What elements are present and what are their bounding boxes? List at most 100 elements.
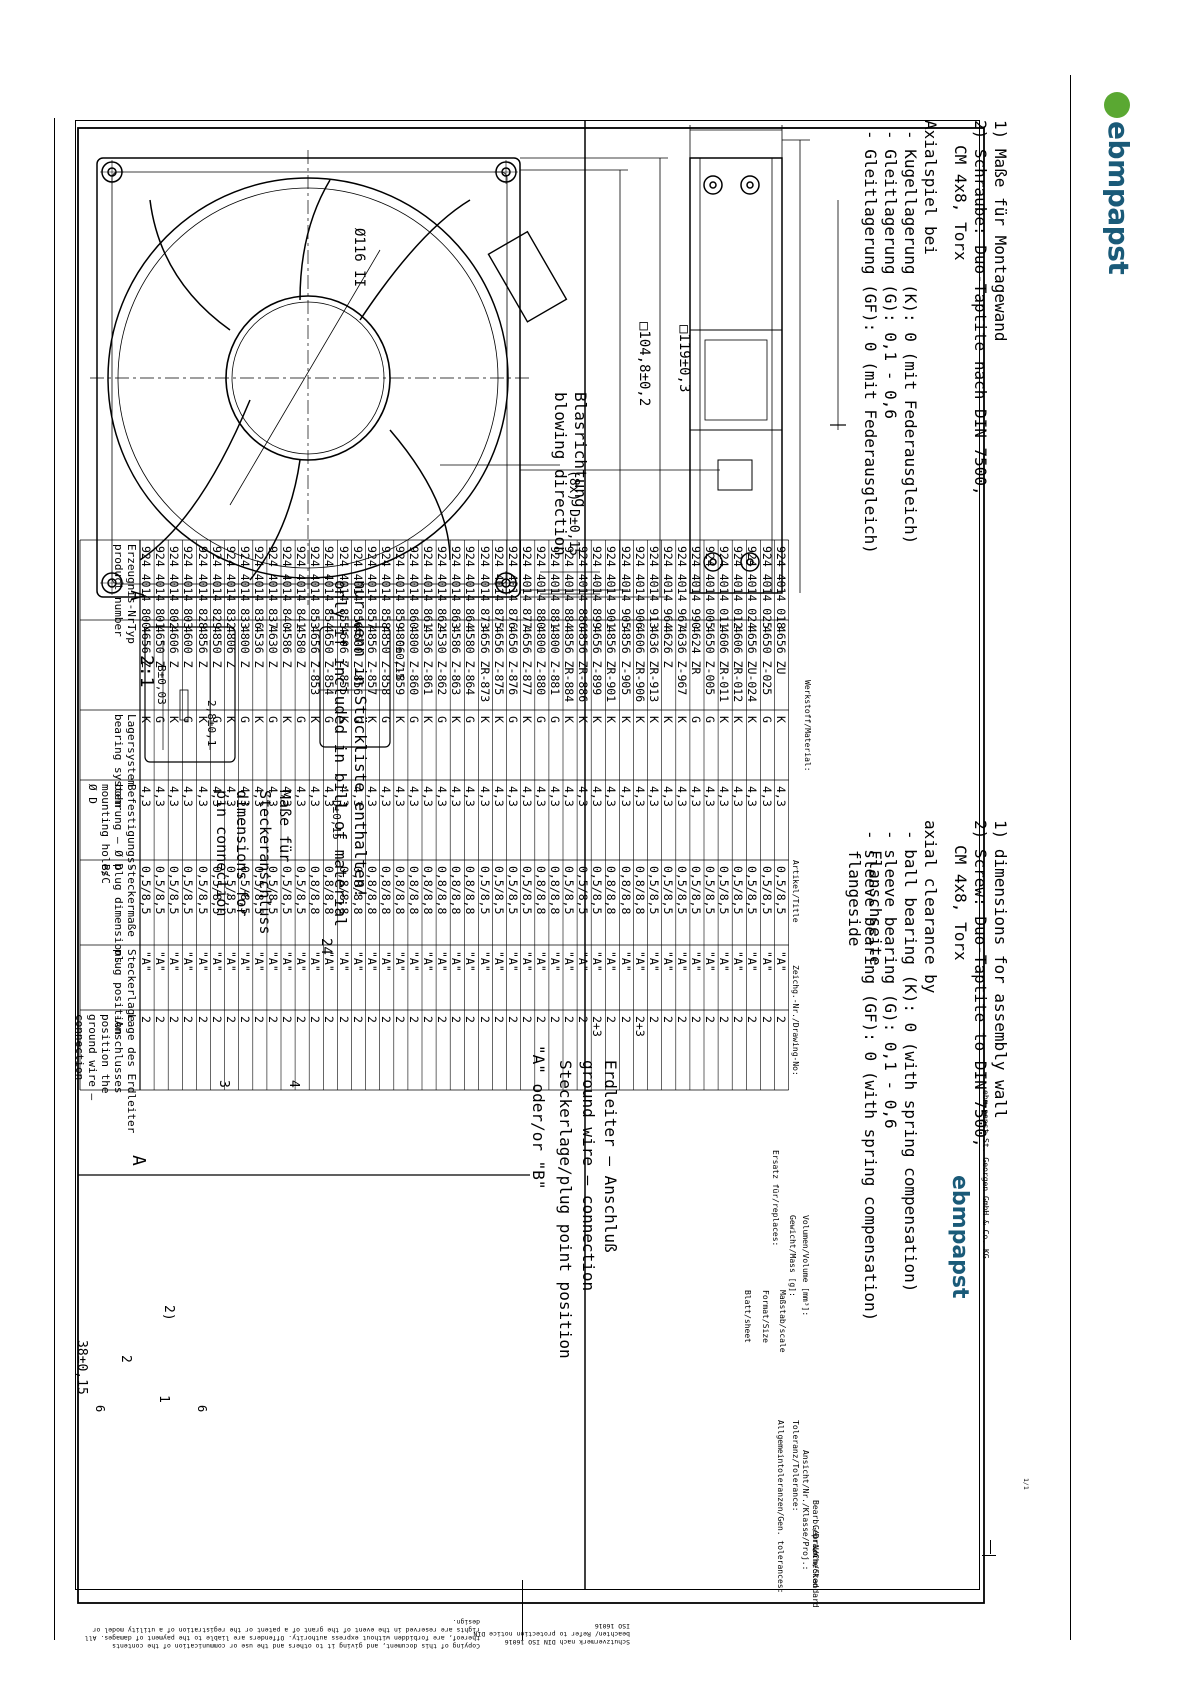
table-cell-product: 924 4014 012 [731, 546, 746, 630]
table-cell-ground: 2 [308, 1016, 323, 1023]
table-cell-product: 924 4014 836 [251, 546, 266, 630]
table-cell-hole: 4,3 [463, 786, 478, 807]
table-cell-ground: 2 [519, 1016, 534, 1023]
table-cell-pos: "A" [364, 951, 379, 972]
table-cell-ground: 2 [731, 1016, 746, 1023]
table-cell-product: 924 4014 881 [548, 546, 562, 630]
table-cell-product: 924 4014 841 [294, 546, 309, 630]
table-cell-ground: 2 [759, 1016, 774, 1023]
table-cell-pos: "A" [449, 951, 464, 972]
table-cell-type: 4630 Z [266, 626, 280, 668]
table-cell-type: 4606 ZR-906 [632, 626, 647, 703]
table-cell-product: 924 4014 905 [618, 546, 633, 630]
table-cell-bearing: K [618, 716, 633, 723]
fan-front-view [90, 150, 568, 605]
stub-line [982, 1555, 996, 1556]
table-cell-pos: "A" [562, 951, 577, 972]
table-cell-pos: "A" [548, 951, 562, 972]
table-cell-plug: 0,5/8,5 [181, 866, 196, 915]
table-cell-ground: 2 [491, 1016, 506, 1023]
table-cell-bearing: K [576, 716, 591, 723]
de-axial-3: - Gleitlagerung (GF): 0 (mit Federausgle… [861, 130, 880, 554]
fan-side-view [689, 157, 846, 594]
table-cell-pos: "A" [223, 951, 238, 972]
table-cell-ground: 2 [350, 1016, 365, 1023]
table-cell-hole: 4,3 [632, 786, 647, 807]
table-cell-ground: 2 [392, 1016, 407, 1023]
table-cell-type: 4800 Z [237, 626, 252, 668]
table-cell-plug: 0,5/8,5 [773, 866, 788, 915]
table-cell-ground: 2 [223, 1016, 238, 1023]
table-cell-type: 4800 Z-881 [548, 626, 562, 696]
table-cell-product: 924 4014 858 [378, 546, 393, 630]
table-cell-type: 4650 Z-025 [759, 626, 774, 696]
table-cell-hole: 4,3 [491, 786, 506, 807]
company-label: ebm-papst St. Georgen GmbH & Co. KG [981, 1090, 990, 1259]
table-cell-pos: "A" [181, 951, 196, 972]
table-cell-hole: 4,3 [308, 786, 323, 807]
table-cell-plug: 0,5/8,5 [660, 866, 675, 915]
table-cell-type: 4656 Z-875 [491, 626, 506, 696]
table-cell-product: 924 4014 873 [477, 546, 492, 630]
table-cell-type: 4624 ZR [689, 626, 703, 675]
format-label: Format/Size [761, 1290, 770, 1343]
table-cell-plug: 0,5/8,5 [477, 866, 492, 915]
table-cell-bearing: G [294, 716, 309, 723]
table-cell-pos: "A" [533, 951, 548, 972]
table-cell-bearing: G [266, 716, 280, 723]
table-cell-type: 4856 Z [195, 626, 210, 668]
table-cell-product: 924 4014 990 [689, 546, 703, 630]
page-number: 1/1 [1022, 1478, 1030, 1490]
table-cell-ground: 2+3 [590, 1016, 605, 1037]
table-cell-ground: 2 [266, 1016, 280, 1023]
table-cell-bearing: K [674, 716, 689, 723]
table-cell-bearing: K [773, 716, 788, 723]
table-cell-pos: "A" [407, 951, 421, 972]
table-cell-product: 924 4014 967 [674, 546, 689, 630]
table-cell-bearing: K [717, 716, 732, 723]
table-cell-bearing: K [139, 716, 154, 723]
table-cell-plug: 0,5/8,5 [562, 866, 577, 915]
table-cell-pos: "A" [139, 951, 154, 972]
toleranz-label: Toleranz/Tolerance: [791, 1420, 800, 1512]
table-cell-plug: 0,5/8,5 [731, 866, 746, 915]
table-cell-pos: "A" [590, 951, 605, 972]
table-cell-plug: 0,8/8,8 [604, 866, 619, 915]
werkstoff-label: Werkstoff/Material: [803, 680, 812, 772]
table-cell-pos: "A" [378, 951, 393, 972]
norm-label: Norm/Standard [811, 1545, 820, 1608]
table-cell-type: 4606 Z [167, 626, 182, 668]
table-cell-product: 924 4014 859 [392, 546, 407, 630]
table-cell-hole: 4,3 [717, 786, 732, 807]
table-cell-pos: "A" [336, 951, 351, 972]
view-a-label-2: A [128, 1155, 149, 1166]
table-cell-product: 924 4014 828 [195, 546, 210, 630]
table-cell-hole: 4,3 [139, 786, 154, 807]
table-cell-ground: 2 [562, 1016, 577, 1023]
table-cell-ground: 2 [195, 1016, 210, 1023]
table-cell-pos: "A" [167, 951, 182, 972]
de-note-3: CM 4x8, Torx [951, 145, 970, 261]
right-margin-line [1070, 75, 1071, 1640]
table-cell-hole: 4,3 [505, 786, 520, 807]
table-cell-ground: 2 [421, 1016, 436, 1023]
table-cell-bearing: G [703, 716, 718, 723]
plug-ab-label: "A" oder/or "B" [529, 1045, 548, 1190]
allgemein-label: Allgemeintoleranzen/Gen. tolerances: [776, 1420, 785, 1594]
table-cell-ground: 2 [463, 1016, 478, 1023]
table-cell-type: 4530 Z-862 [435, 626, 450, 696]
blow-label-de: Blasrichtung [571, 392, 590, 508]
table-cell-product: 924 4014 864 [463, 546, 478, 630]
table-cell-ground: 2 [139, 1016, 154, 1023]
de-axial-2: - Gleitlagerung (G): 0,1 - 0,6 [881, 130, 900, 419]
table-cell-plug: 0,5/8,5 [717, 866, 732, 915]
table-cell-ground: 2 [505, 1016, 520, 1023]
table-cell-product: 924 4014 801 [153, 546, 168, 630]
table-cell-hole: 4,3 [407, 786, 421, 807]
table-cell-bearing: K [491, 716, 506, 723]
table-cell-hole: 4,3 [477, 786, 492, 807]
table-cell-product: 924 4014 884 [562, 546, 577, 630]
table-cell-plug: 0,5/8,5 [590, 866, 605, 915]
table-cell-bearing: K [251, 716, 266, 723]
